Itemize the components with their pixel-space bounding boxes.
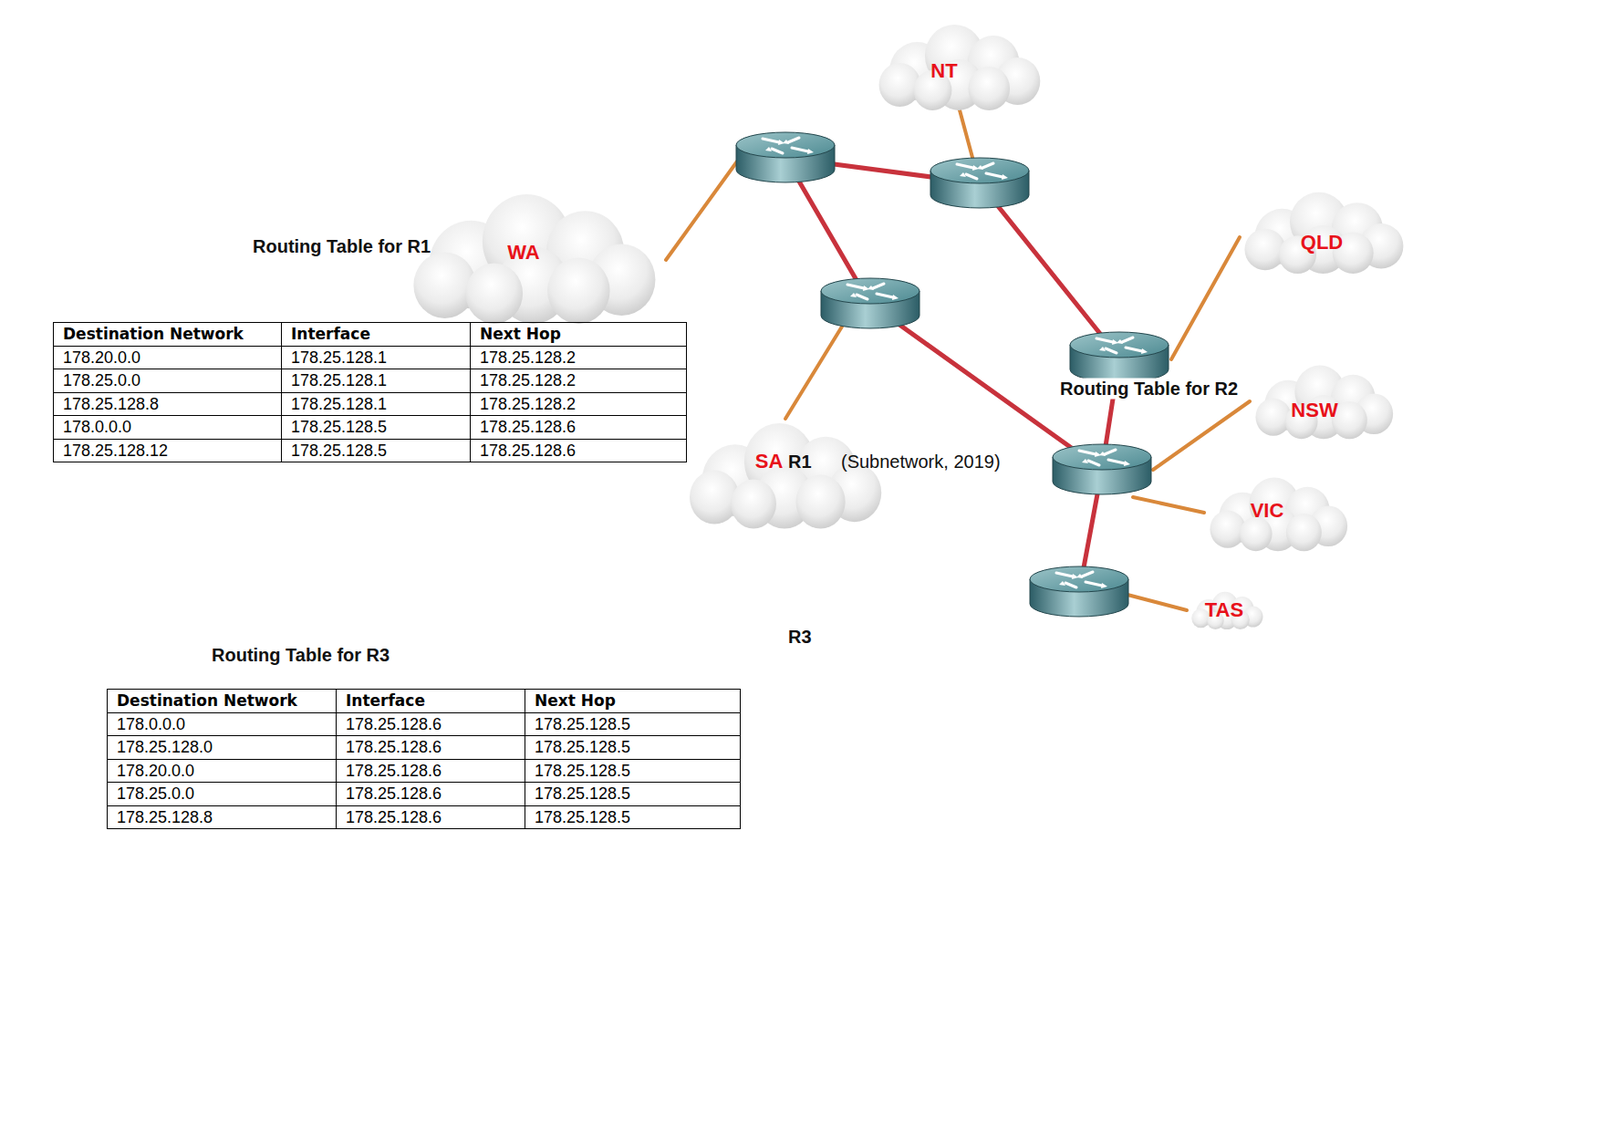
cell-text: 178.25.128.1 [281,346,470,370]
cell-text: 178.25.128.5 [281,415,470,439]
table-cell: 178.25.0.0 [53,369,282,394]
cell-text: 178.25.128.5 [525,782,740,806]
text-label: R1 [788,451,812,473]
cloud-label: WA [507,240,540,265]
cell-text: 178.25.128.5 [281,439,470,463]
table-cell: 178.25.128.6 [470,439,687,464]
cloud-label: NSW [1290,398,1338,423]
table-cell: 178.25.0.0 [107,782,337,807]
cloud-label: NT [930,59,957,84]
cell-text: 178.20.0.0 [53,346,281,370]
cloud-label: SA [755,449,784,474]
table-cell: 178.25.128.12 [53,439,282,464]
cloud-label: VIC [1250,498,1285,523]
cloud-node: NSW [1249,362,1398,441]
table-cell: 178.25.128.6 [336,736,526,760]
cloud-node: QLD [1237,188,1409,276]
column-heading: Next Hop [525,689,740,713]
column-heading: Next Hop [470,322,686,346]
routing-table: Destination NetworkInterfaceNext Hop178.… [106,688,741,830]
table-cell: 178.25.128.5 [525,806,741,831]
table-cell: 178.25.128.8 [53,393,282,417]
cell-text: 178.25.128.12 [53,439,281,463]
cell-text: 178.25.128.6 [470,439,686,463]
column-heading: Interface [281,322,470,346]
cell-text: 178.25.128.2 [470,393,686,416]
cell-text: 178.0.0.0 [107,713,336,737]
text-label: Routing Table for R2 [1058,378,1240,400]
table-cell: 178.0.0.0 [53,415,282,440]
table-cell: 178.25.128.6 [336,759,526,784]
cell-text: 178.0.0.0 [53,415,281,439]
text-label: (Subnetwork, 2019) [841,451,1001,473]
cell-text: 178.25.0.0 [107,782,336,806]
table-cell: 178.25.128.6 [336,713,526,738]
cell-text: 178.25.0.0 [53,369,281,393]
cell-text: 178.25.128.5 [525,713,740,737]
cell-text: 178.20.0.0 [107,759,336,783]
cell-text: 178.25.128.2 [470,369,686,393]
table-cell: 178.25.128.1 [281,369,471,394]
cloud-node: SA [681,418,888,531]
cell-text: 178.25.128.0 [107,736,336,759]
cell-text: 178.25.128.8 [107,806,336,830]
cell-text: 178.25.128.5 [525,759,740,783]
cloud-label: TAS [1205,598,1244,623]
cell-text: 178.25.128.6 [336,806,525,830]
routing-table: Destination NetworkInterfaceNext Hop178.… [52,322,687,463]
cell-text: 178.25.128.6 [336,713,525,737]
text-label: Routing Table for R1 [252,236,431,258]
table-cell: 178.25.128.5 [525,713,741,738]
cloud-node: WA [403,188,664,327]
cell-text: 178.25.128.5 [525,736,740,759]
cloud-label: QLD [1300,230,1343,255]
column-heading: Destination Network [107,689,336,713]
cell-text: 178.25.128.6 [470,415,686,439]
cloud-node: TAS [1188,590,1266,631]
table-cell: 178.25.128.1 [281,393,471,417]
table-header-cell: Next Hop [525,689,741,714]
table-cell: 178.25.128.5 [281,415,471,440]
cell-text: 178.25.128.6 [336,782,525,806]
cell-text: 178.25.128.5 [525,806,740,830]
column-heading: Interface [336,689,525,713]
table-cell: 178.25.128.5 [281,439,471,464]
table-cell: 178.25.128.2 [470,346,687,371]
table-cell: 178.25.128.5 [525,782,741,807]
table-header-cell: Interface [336,689,526,714]
cell-text: 178.25.128.6 [336,736,525,759]
table-header-cell: Next Hop [470,322,687,347]
table-cell: 178.25.128.2 [470,393,687,417]
table-cell: 178.25.128.5 [525,759,741,784]
cell-text: 178.25.128.2 [470,346,686,370]
table-header-cell: Destination Network [53,322,282,347]
cell-text: 178.25.128.1 [281,369,470,393]
text-label: Routing Table for R3 [211,644,390,666]
table-cell: 178.25.128.8 [107,806,337,831]
table-cell: 178.20.0.0 [107,759,337,784]
table-cell: 178.25.128.0 [107,736,337,760]
table-cell: 178.25.128.6 [336,806,526,831]
cell-text: 178.25.128.1 [281,393,470,416]
column-heading: Destination Network [53,322,281,346]
table-cell: 178.25.128.6 [336,782,526,807]
cloud-shape [872,20,1046,113]
text-label: R3 [788,626,812,648]
cell-text: 178.25.128.6 [336,759,525,783]
table-cell: 178.25.128.2 [470,369,687,394]
table-cell: 178.25.128.6 [470,415,687,440]
cloud-shape [681,418,888,531]
cloud-node: NT [872,20,1046,113]
cloud-node: VIC [1204,474,1352,553]
table-header-cell: Interface [281,322,471,347]
cell-text: 178.25.128.8 [53,393,281,416]
table-cell: 178.0.0.0 [107,713,337,738]
table-cell: 178.20.0.0 [53,346,282,371]
table-cell: 178.25.128.1 [281,346,471,371]
table-header-cell: Destination Network [107,689,337,714]
table-cell: 178.25.128.5 [525,736,741,760]
